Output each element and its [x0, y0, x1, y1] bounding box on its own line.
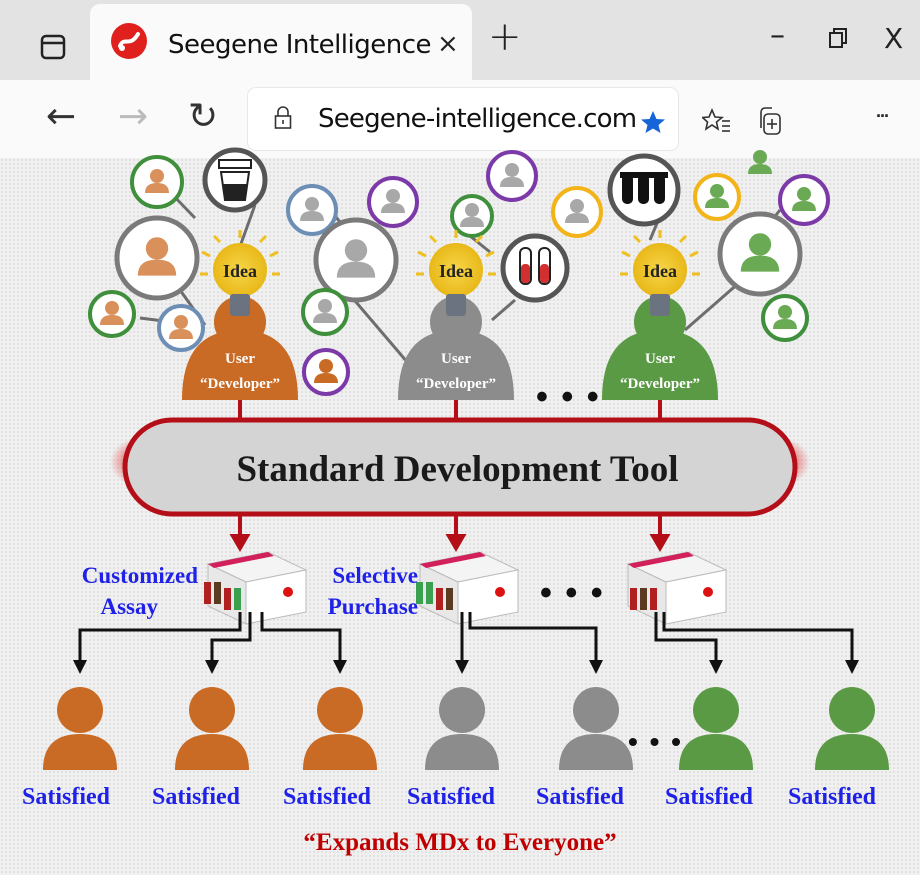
ellipsis: • • • [536, 378, 601, 416]
svg-text:“Developer”: “Developer” [620, 376, 700, 392]
person-bubble [748, 150, 772, 174]
person-bubble-large [717, 211, 803, 297]
satisfied-label: Satisfied [407, 784, 496, 810]
person-bubble-large [313, 217, 399, 303]
svg-text:Idea: Idea [223, 261, 257, 281]
ellipsis: • • • [628, 726, 683, 757]
developer-group-gray: Idea User “Developer” [286, 150, 603, 400]
tubes-bubble [607, 153, 681, 227]
assay-kit [416, 551, 520, 625]
assay-kit [626, 551, 728, 625]
favorites-list-icon[interactable] [700, 107, 732, 141]
refresh-icon[interactable]: ↻ [188, 96, 219, 137]
satisfied-label: Satisfied [283, 784, 372, 810]
customized-assay-label: Customized Assay [40, 560, 198, 622]
satisfied-label: Satisfied [536, 784, 625, 810]
person-bubble [367, 176, 419, 228]
restore-icon[interactable] [828, 22, 848, 57]
active-tab[interactable]: Seegene Intelligence × [90, 4, 472, 80]
developer-group-green: Idea User “Developer” [602, 150, 830, 400]
svg-text:User: User [225, 351, 255, 367]
idea-lightbulb: Idea [620, 230, 700, 316]
person-bubble [157, 304, 205, 352]
star-icon[interactable] [640, 110, 666, 139]
person-bubble [693, 173, 741, 221]
svg-text:User: User [441, 351, 471, 367]
customized-label-line2: Assay [100, 594, 158, 619]
satisfied-user [175, 687, 249, 770]
specimen-cup-bubble [202, 147, 268, 213]
svg-text:“Developer”: “Developer” [416, 376, 496, 392]
forward-arrow-icon[interactable]: → [118, 96, 149, 137]
tool-to-kit-arrows [229, 514, 671, 552]
more-menu-button[interactable]: ··· [876, 106, 890, 126]
person-bubble [450, 194, 494, 238]
idea-lightbulb: Idea [200, 230, 280, 316]
person-bubble [486, 150, 538, 202]
idea-lightbulb: Idea [416, 230, 496, 316]
seegene-favicon [110, 22, 148, 60]
blood-tube-bubble [500, 233, 570, 303]
selective-purchase-label: Selective Purchase [300, 560, 418, 622]
satisfied-label: Satisfied [665, 784, 754, 810]
person-bubble-large [114, 215, 200, 301]
close-window-icon[interactable]: X [884, 22, 904, 55]
lock-icon [274, 106, 292, 135]
customized-label-line1: Customized [81, 563, 198, 588]
satisfied-label: Satisfied [788, 784, 877, 810]
satisfied-user [559, 687, 633, 770]
assay-kit [204, 551, 308, 625]
tab-title: Seegene Intelligence [168, 30, 432, 60]
developer-group-orange: Idea User “Developer” [88, 147, 350, 400]
person-bubble [302, 348, 350, 396]
person-bubble [551, 186, 603, 238]
person-bubble [761, 294, 809, 342]
satisfied-label: Satisfied [22, 784, 111, 810]
distribution-arrowheads [73, 660, 859, 674]
tab-bar: Seegene Intelligence × + – X [0, 0, 920, 80]
satisfied-user [425, 687, 499, 770]
browser-toolbar: ← → ↻ Seegene-intelligence.com [0, 80, 920, 158]
svg-text:User: User [645, 351, 675, 367]
satisfied-user [43, 687, 117, 770]
person-bubble [286, 184, 338, 236]
svg-text:Idea: Idea [643, 261, 677, 281]
url-text: Seegene-intelligence.com [318, 104, 637, 134]
tagline: “Expands MDx to Everyone” [303, 829, 617, 856]
standard-development-tool [122, 417, 798, 517]
satisfied-user [815, 687, 889, 770]
ellipsis: • • • [540, 574, 605, 612]
developer-to-tool-lines [238, 400, 662, 420]
selective-label-line2: Purchase [327, 594, 418, 619]
satisfied-user [679, 687, 753, 770]
svg-text:Idea: Idea [439, 261, 473, 281]
distribution-lines [78, 612, 854, 662]
svg-text:“Developer”: “Developer” [200, 376, 280, 392]
person-bubble [130, 155, 184, 209]
selective-label-line1: Selective [332, 563, 418, 588]
collections-icon[interactable] [758, 106, 784, 141]
person-bubble [778, 174, 830, 226]
satisfied-user [303, 687, 377, 770]
minimize-icon[interactable]: – [770, 18, 785, 53]
back-arrow-icon[interactable]: ← [46, 96, 77, 137]
tool-label: Standard Development Tool [236, 449, 679, 490]
address-bar[interactable]: Seegene-intelligence.com [248, 88, 678, 150]
person-bubble [301, 288, 349, 336]
person-bubble [88, 290, 136, 338]
new-tab-button[interactable]: + [488, 14, 522, 60]
tab-close-button[interactable]: × [437, 29, 459, 59]
satisfied-label: Satisfied [152, 784, 241, 810]
